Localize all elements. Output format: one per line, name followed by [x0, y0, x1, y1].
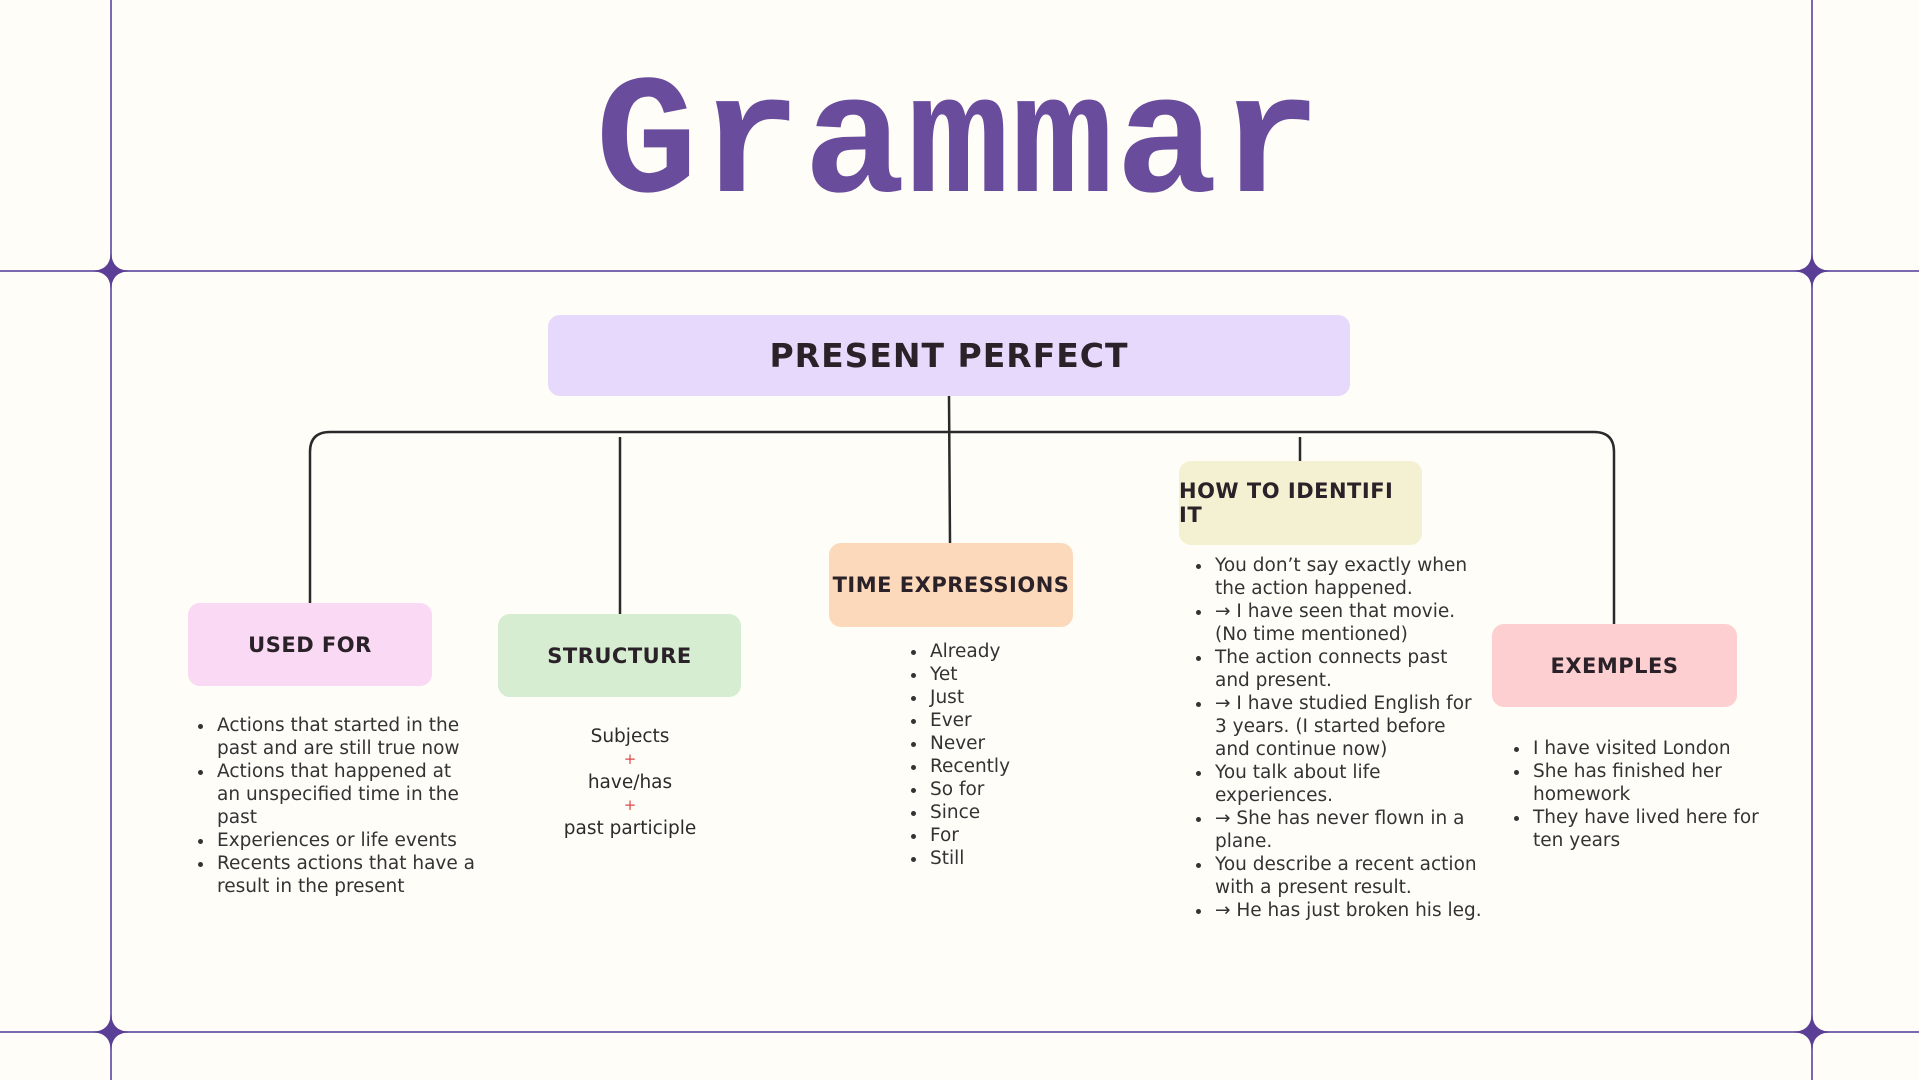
list-item: → She has never flown in a plane.	[1213, 807, 1483, 853]
node-how-to-identify: HOW TO IDENTIFI IT	[1179, 461, 1422, 545]
list-item: → I have seen that movie. (No time menti…	[1213, 600, 1483, 646]
list-item: → I have studied English for 3 years. (I…	[1213, 692, 1483, 761]
list-item: Yet	[928, 663, 1088, 686]
star-icon	[92, 252, 129, 289]
node-label: TIME EXPRESSIONS	[832, 573, 1070, 597]
frame-line-top	[0, 270, 1919, 272]
list-item: They have lived here for ten years	[1531, 806, 1791, 852]
root-node-label: PRESENT PERFECT	[769, 336, 1129, 375]
formula-past-participle: past participle	[563, 818, 697, 839]
node-label: STRUCTURE	[547, 643, 692, 668]
how-to-identify-list: You don’t say exactly when the action ha…	[1191, 554, 1483, 922]
list-item: You don’t say exactly when the action ha…	[1213, 554, 1483, 600]
list-item: Actions that started in the past and are…	[215, 714, 475, 760]
frame-line-left	[110, 0, 112, 1080]
frame-line-bottom	[0, 1031, 1919, 1033]
used-for-list: Actions that started in the past and are…	[193, 714, 475, 898]
page-title: Grammar	[595, 50, 1324, 243]
list-item: She has finished her homework	[1531, 760, 1791, 806]
examples-list: I have visited London She has finished h…	[1509, 737, 1791, 852]
star-icon	[1793, 252, 1830, 289]
list-item: For	[928, 824, 1088, 847]
list-item: Never	[928, 732, 1088, 755]
list-item: You describe a recent action with a pres…	[1213, 853, 1483, 899]
star-icon	[92, 1013, 129, 1050]
list-item: Just	[928, 686, 1088, 709]
star-icon	[1793, 1013, 1830, 1050]
list-item: Since	[928, 801, 1088, 824]
list-item: The action connects past and present.	[1213, 646, 1483, 692]
list-item: Recents actions that have a result in th…	[215, 852, 475, 898]
list-item: Ever	[928, 709, 1088, 732]
frame-line-right	[1811, 0, 1813, 1080]
formula-subjects: Subjects	[590, 726, 670, 747]
list-item: Recently	[928, 755, 1088, 778]
node-used-for: USED FOR	[188, 603, 432, 686]
structure-formula: Subjects + have/has + past participle	[520, 725, 740, 840]
list-item: → He has just broken his leg.	[1213, 899, 1483, 922]
list-item: Actions that happened at an unspecified …	[215, 760, 475, 829]
plus-icon: +	[623, 750, 637, 768]
list-item: Still	[928, 847, 1088, 870]
node-structure: STRUCTURE	[498, 614, 741, 697]
node-label: USED FOR	[248, 632, 372, 657]
root-node-present-perfect: PRESENT PERFECT	[548, 315, 1350, 396]
list-item: You talk about life experiences.	[1213, 761, 1483, 807]
list-item: Already	[928, 640, 1088, 663]
time-expressions-list: Already Yet Just Ever Never Recently So …	[906, 640, 1088, 870]
node-time-expressions: TIME EXPRESSIONS	[829, 543, 1073, 627]
list-item: So for	[928, 778, 1088, 801]
node-label: EXEMPLES	[1550, 653, 1679, 678]
plus-icon: +	[623, 796, 637, 814]
list-item: Experiences or life events	[215, 829, 475, 852]
node-examples: EXEMPLES	[1492, 624, 1737, 707]
list-item: I have visited London	[1531, 737, 1791, 760]
formula-have-has: have/has	[587, 772, 673, 793]
node-label: HOW TO IDENTIFI IT	[1179, 479, 1394, 527]
